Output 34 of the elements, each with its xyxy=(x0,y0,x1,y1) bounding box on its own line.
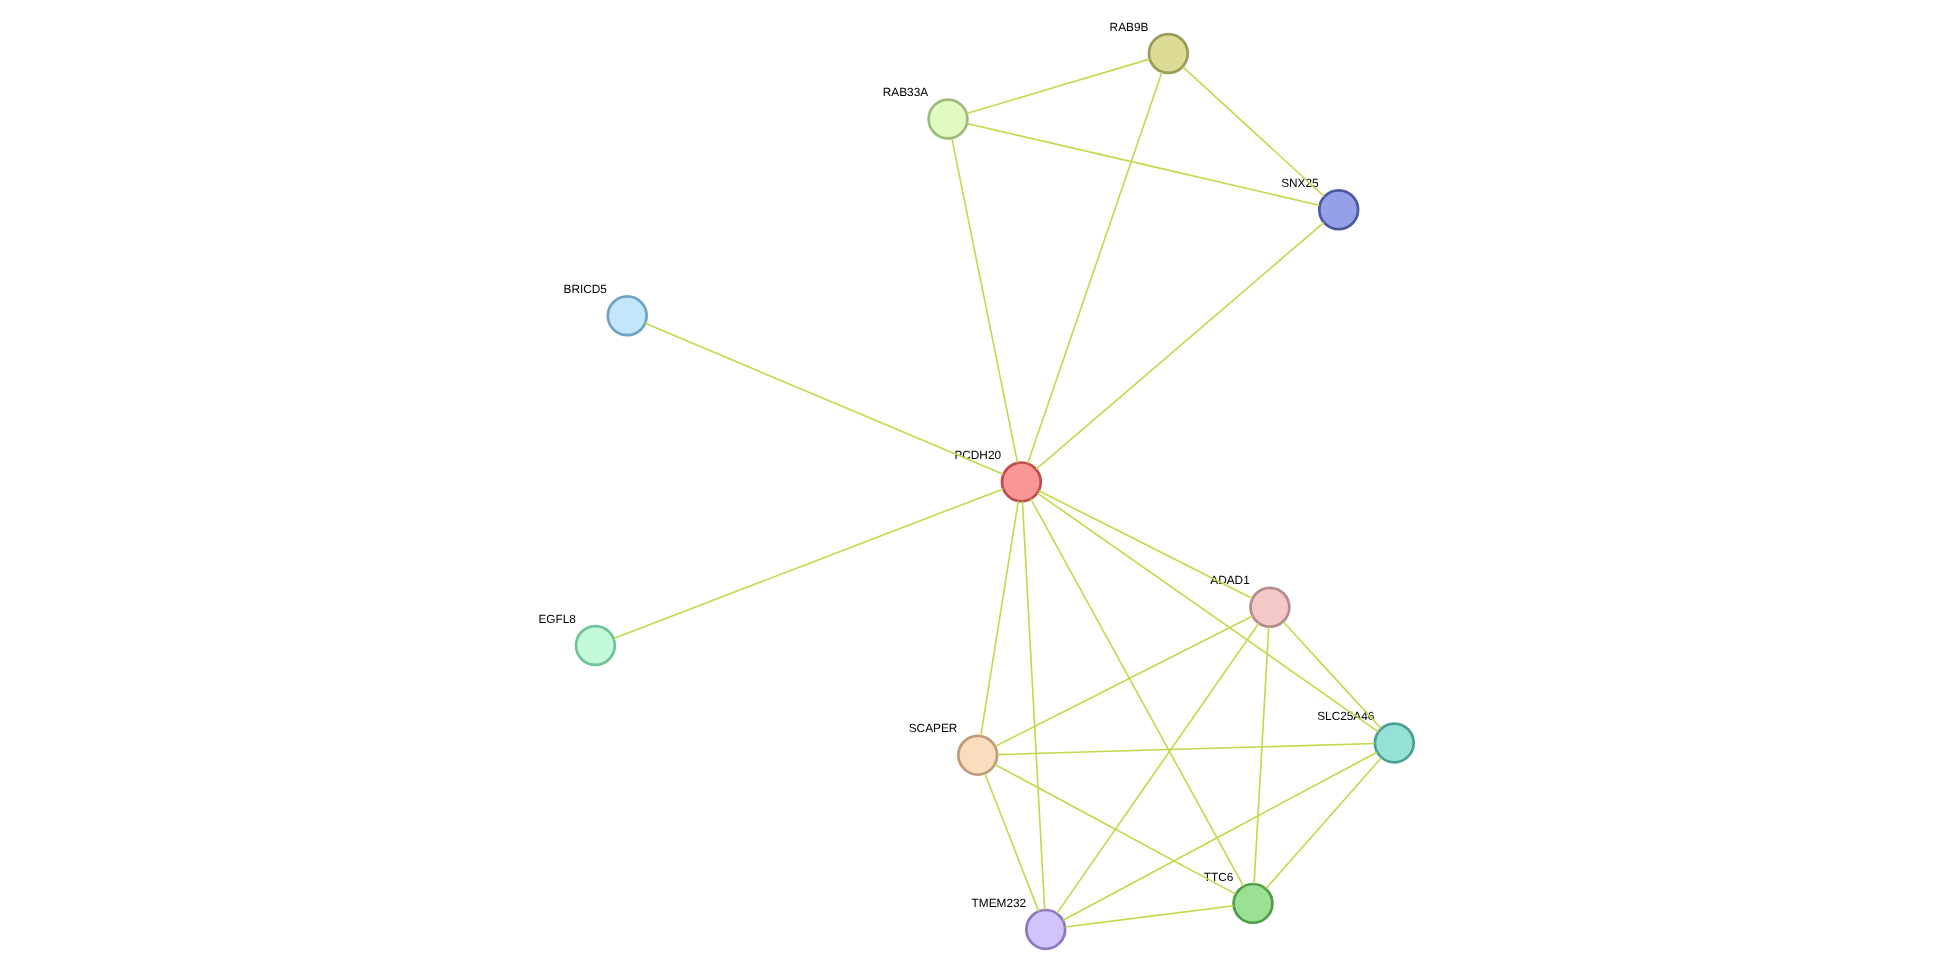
connector xyxy=(1035,221,1325,470)
connector xyxy=(984,772,1040,913)
connector xyxy=(980,500,1020,737)
node-circle xyxy=(1025,908,1067,951)
node-circle xyxy=(957,734,999,776)
node-circle xyxy=(1249,586,1291,628)
node-circle xyxy=(1232,882,1274,925)
connector xyxy=(1282,620,1382,730)
connector xyxy=(1021,500,1046,911)
node-circle xyxy=(1147,32,1190,75)
node-circle xyxy=(927,98,969,140)
connector xyxy=(1036,492,1380,733)
connector xyxy=(1064,905,1235,928)
connector xyxy=(1062,751,1378,921)
node-circle xyxy=(1000,461,1043,503)
connector xyxy=(951,137,1019,464)
connector xyxy=(1056,622,1260,915)
connector xyxy=(1026,71,1163,465)
connector xyxy=(612,488,1004,640)
connector xyxy=(1038,489,1254,600)
connector xyxy=(1182,66,1325,198)
connector xyxy=(1265,756,1383,890)
connector xyxy=(966,122,1321,207)
connector xyxy=(965,58,1151,115)
node-circle xyxy=(606,295,648,337)
connector xyxy=(996,742,1376,756)
connector xyxy=(644,322,1005,476)
node-circle xyxy=(1317,189,1360,231)
connector xyxy=(994,615,1254,748)
node-circle xyxy=(574,624,617,667)
connector xyxy=(1029,498,1245,887)
connector xyxy=(994,763,1237,895)
connector xyxy=(1253,625,1270,885)
node-circle xyxy=(1373,722,1416,764)
